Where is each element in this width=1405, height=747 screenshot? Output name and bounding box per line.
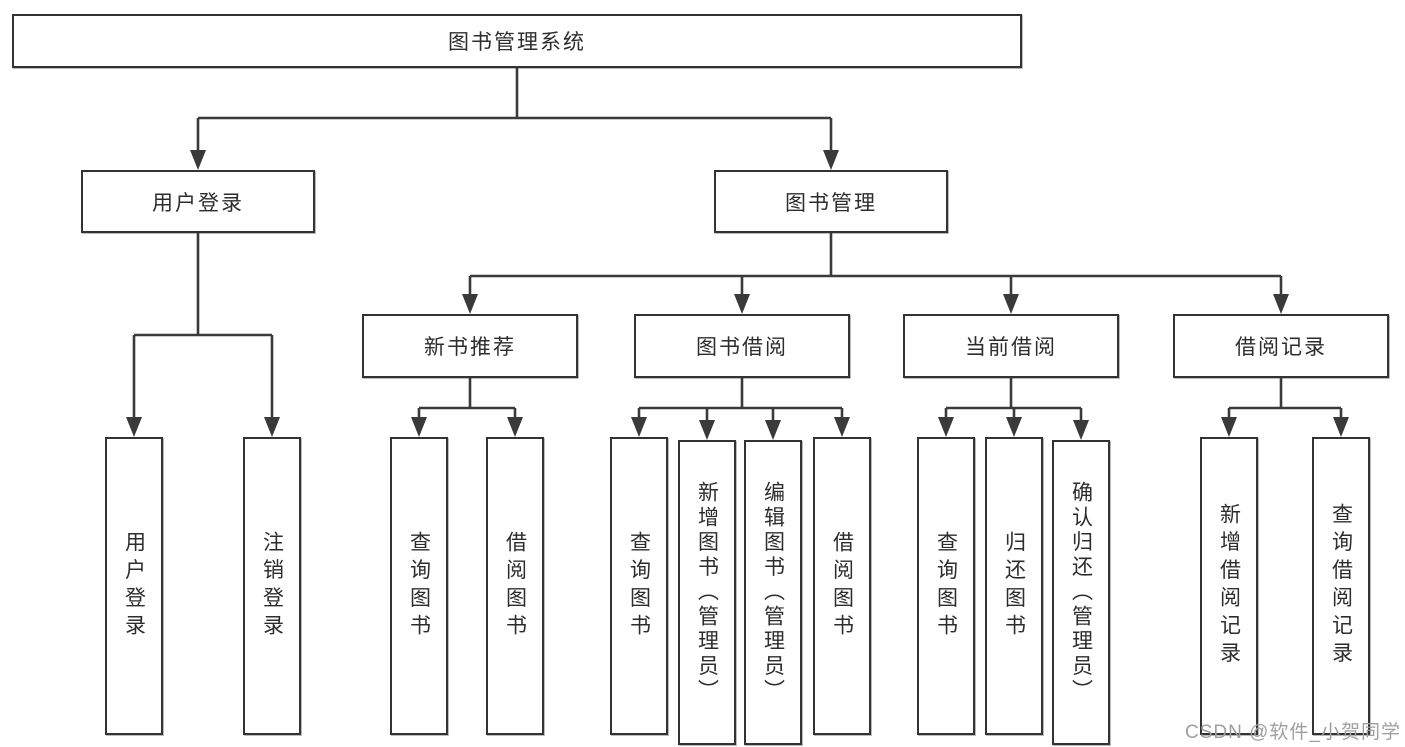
node-current-borrow: 当前借阅 [903,314,1119,378]
node-user-login: 用户登录 [81,170,315,233]
leaf-query-books-borrow: 查询图书 [610,437,668,735]
csdn-watermark: CSDN @软件_小贺同学 [1185,722,1401,743]
leaf-query-books-current: 查询图书 [917,437,975,735]
leaf-return-book: 归还图书 [985,437,1043,735]
leaf-query-borrow-record: 查询借阅记录 [1312,437,1370,735]
node-new-book-recommend: 新书推荐 [362,314,578,378]
leaf-borrow-books-recommend: 借阅图书 [486,437,544,735]
node-book-management: 图书管理 [714,170,948,233]
node-root-library-system: 图书管理系统 [12,14,1022,68]
connector-borrow-to-leaves [631,378,850,440]
connector-newbooks-to-leaves [411,378,523,437]
leaf-borrow-books: 借阅图书 [813,437,871,735]
connector-bookmgmt-to-level3 [462,233,1289,314]
leaf-user-login: 用户登录 [105,437,163,735]
leaf-add-borrow-record: 新增借阅记录 [1200,437,1258,735]
leaf-edit-book-admin: 编辑图书（管理员） [744,440,802,745]
leaf-add-book-admin: 新增图书（管理员） [678,440,736,745]
connector-root-to-level2 [190,68,839,170]
connector-current-to-leaves [938,378,1089,440]
leaf-logout: 注销登录 [243,437,301,735]
connector-records-to-leaves [1221,378,1349,437]
connector-userlogin-to-leaves [126,233,280,437]
leaf-confirm-return-admin: 确认归还（管理员） [1052,440,1110,745]
node-book-borrow: 图书借阅 [634,314,850,378]
node-borrow-records: 借阅记录 [1173,314,1389,378]
leaf-query-books-recommend: 查询图书 [390,437,448,735]
